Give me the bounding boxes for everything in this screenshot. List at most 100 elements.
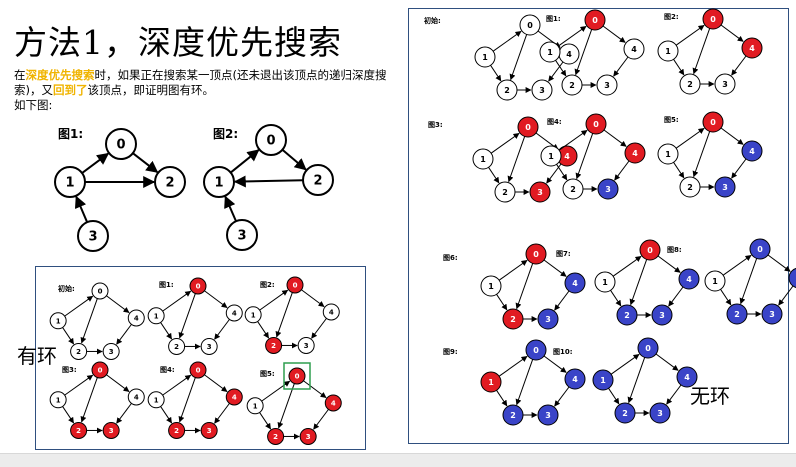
acyclic-step-7-edge: [629, 259, 648, 306]
acyclic-step-0-node-3: [531, 79, 553, 101]
acyclic-step-6-node-1: [480, 275, 502, 297]
acyclic-step-8-node-1-label: 1: [712, 277, 718, 286]
acyclic-step-6-node-4: [564, 272, 586, 294]
cyclic-step-0-node-3: [102, 342, 120, 360]
acyclic-step-9-node-2-label: 2: [510, 411, 516, 420]
cyclic-step-1-node-4-label: 4: [232, 309, 237, 317]
cyclic-step-1-edge: [162, 290, 192, 312]
acyclic-step-8-edge: [722, 254, 752, 276]
cyclic-step-4-edge: [204, 374, 228, 393]
acyclic-step-8-node-4: [788, 267, 796, 289]
acyclic-step-7-edge: [668, 286, 684, 307]
big-graph-2-node-0-label: 0: [266, 134, 275, 149]
acyclic-step-7-node-3-label: 3: [659, 311, 665, 320]
acyclic-step-2-node-0: [702, 8, 724, 30]
acyclic-step-label-10: 图10:: [553, 347, 573, 356]
acyclic-step-9-edge: [543, 355, 567, 373]
acyclic-step-10-node-0-label: 0: [645, 344, 651, 353]
cyclic-step-label-1: 图1:: [159, 280, 174, 289]
acyclic-step-4-node-1: [540, 145, 562, 167]
acyclic-step-5-node-2-label: 2: [687, 183, 693, 192]
acyclic-step-6-node-4-label: 4: [572, 279, 578, 288]
cyclic-step-3-node-2-label: 2: [76, 427, 81, 435]
cyclic-step-2-node-3-label: 3: [304, 342, 309, 350]
cyclic-step-5-node-4-label: 4: [331, 399, 336, 407]
acyclic-step-8-node-2: [726, 303, 748, 325]
acyclic-step-2-node-2-label: 2: [687, 80, 693, 89]
cyclic-step-1-node-4: [225, 304, 243, 322]
cyclic-step-4-node-1-label: 1: [154, 396, 159, 404]
acyclic-step-7-node-2-label: 2: [624, 311, 630, 320]
acyclic-step-6-edge: [554, 290, 570, 311]
acyclic-step-8-node-1: [704, 270, 726, 292]
cyclic-step-4-node-2: [168, 421, 186, 439]
acyclic-step-1-edge: [602, 25, 626, 43]
bottom-bar: [0, 453, 796, 467]
cyclic-step-3-edge: [116, 403, 132, 424]
cyclic-step-2-edge: [259, 289, 289, 311]
cyclic-step-label-4: 图4:: [160, 365, 175, 374]
cyclic-step-2-node-2-label: 2: [271, 342, 276, 350]
cycle-example-frame: [35, 266, 366, 450]
big-graph-2-node-2-label: 2: [313, 174, 322, 189]
cyclic-step-5-node-4: [324, 394, 342, 412]
cyclic-step-2-edge: [311, 318, 327, 339]
acyclic-step-8-node-2-label: 2: [734, 310, 740, 319]
acyclic-step-3-edge: [488, 167, 500, 184]
acyclic-step-9-node-4-label: 4: [572, 375, 578, 384]
acyclic-step-6-node-0: [525, 243, 547, 265]
acyclic-step-4-node-0: [585, 113, 607, 135]
cyclic-step-5-edge: [277, 383, 295, 429]
acyclic-step-4-node-3: [597, 178, 619, 200]
acyclic-step-3-node-1: [472, 148, 494, 170]
acyclic-step-9-edge: [515, 359, 534, 406]
big-graph-2-node-2: [302, 164, 334, 196]
acyclic-step-5-edge: [720, 127, 744, 145]
big-graph-1-edge: [132, 152, 159, 173]
cyclic-step-3-node-4: [127, 388, 145, 406]
acyclic-step-2-node-4: [741, 37, 763, 59]
acyclic-step-5-node-1: [657, 143, 679, 165]
acyclic-step-8-edge: [739, 258, 758, 305]
acyclic-step-0-node-2: [496, 79, 518, 101]
page-title: 方法1，深度优先搜索: [14, 23, 342, 62]
acyclic-step-5-node-2: [679, 176, 701, 198]
acyclic-step-6-node-1-label: 1: [488, 282, 494, 291]
big-graph-2-edge: [230, 149, 260, 174]
acyclic-step-10-node-4: [676, 366, 698, 388]
acyclic-step-1-node-4: [623, 38, 645, 60]
acyclic-step-3-node-0-label: 0: [525, 123, 531, 132]
cyclic-step-0-edge: [64, 295, 94, 317]
acyclic-step-8-node-3-label: 3: [769, 310, 775, 319]
cyclic-step-label-2: 图2:: [260, 280, 275, 289]
acyclic-step-10-node-2-label: 2: [622, 409, 628, 418]
acyclic-step-8-node-0: [749, 238, 771, 260]
big-graph-1-node-1: [54, 166, 86, 198]
acyclic-step-0-edge: [548, 61, 564, 82]
acyclic-step-7-edge: [610, 290, 622, 307]
acyclic-step-0-edge: [509, 34, 528, 81]
cyclic-step-0-node-0-label: 0: [98, 288, 103, 296]
big-graph-1-node-0: [105, 128, 137, 160]
acyclic-step-4-node-4-label: 4: [632, 149, 638, 158]
acyclic-step-1-node-1-label: 1: [547, 48, 553, 57]
cyclic-step-3-node-0-label: 0: [98, 367, 103, 375]
cyclic-step-2-edge: [257, 321, 270, 339]
cyclic-step-5-node-2-label: 2: [273, 433, 278, 441]
cyclic-step-3-edge: [106, 374, 130, 393]
acyclic-step-6-node-2: [502, 308, 524, 330]
acyclic-step-8-edge: [778, 285, 794, 306]
acyclic-step-label-2: 图2:: [664, 12, 679, 21]
acyclic-step-0-edge: [490, 65, 502, 82]
acyclic-step-5-node-0: [702, 111, 724, 133]
big-graph-1-node-2: [154, 166, 186, 198]
cyclic-step-0-node-2: [70, 342, 88, 360]
acyclic-step-8-edge: [767, 254, 791, 272]
acyclic-step-10-node-2: [614, 402, 636, 424]
acyclic-step-10-edge: [627, 357, 646, 404]
acyclic-step-0-node-1: [474, 46, 496, 68]
cyclic-step-3-node-3: [102, 421, 120, 439]
acyclic-step-label-9: 图9:: [443, 347, 458, 356]
acyclic-step-6-edge: [543, 259, 567, 277]
